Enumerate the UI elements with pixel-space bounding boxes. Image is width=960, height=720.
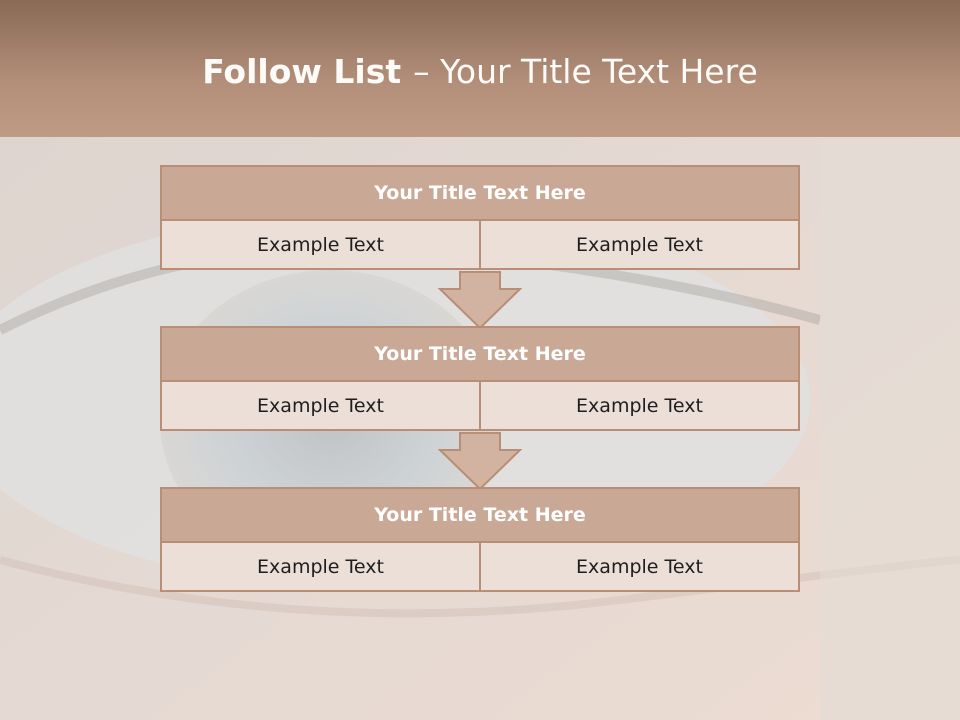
down-arrow-icon bbox=[438, 432, 522, 491]
block-row: Example Text Example Text bbox=[160, 541, 800, 592]
page-title: Follow List – Your Title Text Here bbox=[0, 52, 960, 91]
block-title: Your Title Text Here bbox=[160, 326, 800, 382]
list-block-1: Your Title Text Here Example Text Exampl… bbox=[160, 165, 800, 270]
header-bar bbox=[0, 0, 960, 137]
block-cell-left: Example Text bbox=[160, 380, 481, 431]
block-cell-left: Example Text bbox=[160, 541, 481, 592]
list-block-2: Your Title Text Here Example Text Exampl… bbox=[160, 326, 800, 431]
list-block-3: Your Title Text Here Example Text Exampl… bbox=[160, 487, 800, 592]
block-cell-left: Example Text bbox=[160, 219, 481, 270]
block-row: Example Text Example Text bbox=[160, 380, 800, 431]
block-cell-right: Example Text bbox=[479, 541, 800, 592]
block-title: Your Title Text Here bbox=[160, 487, 800, 543]
title-bold: Follow List bbox=[202, 52, 402, 91]
block-row: Example Text Example Text bbox=[160, 219, 800, 270]
block-title: Your Title Text Here bbox=[160, 165, 800, 221]
title-rest: – Your Title Text Here bbox=[413, 52, 758, 91]
block-cell-right: Example Text bbox=[479, 219, 800, 270]
block-cell-right: Example Text bbox=[479, 380, 800, 431]
down-arrow-icon bbox=[438, 271, 522, 330]
